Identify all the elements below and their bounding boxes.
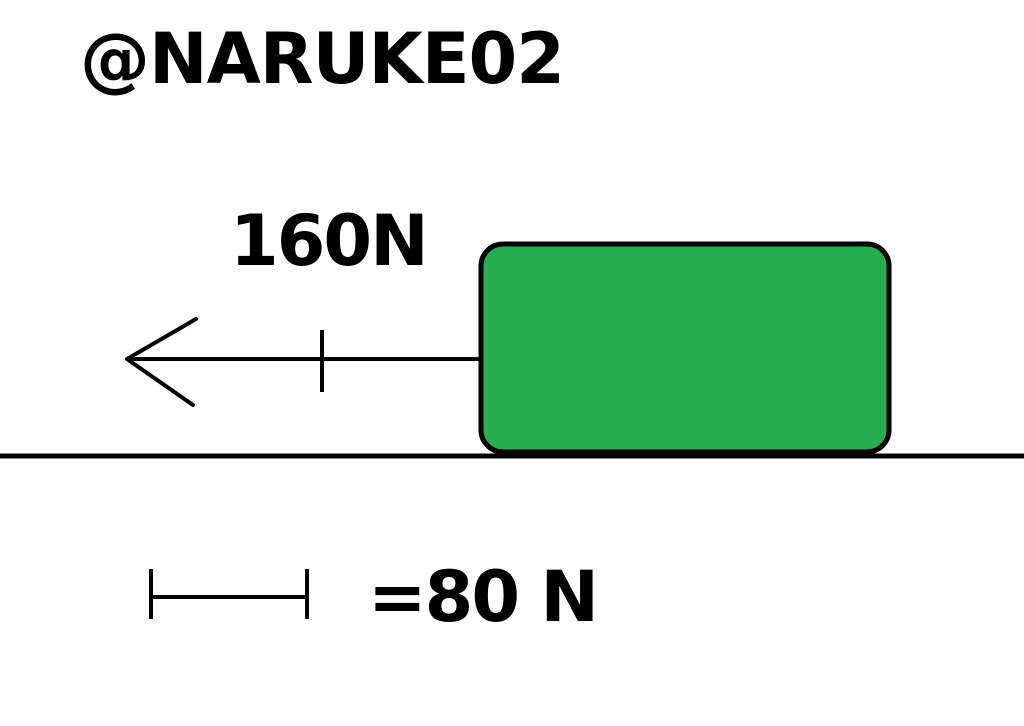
scale-value-label: =80 N bbox=[368, 556, 599, 638]
force-arrow-head bbox=[125, 317, 198, 407]
scale-bar bbox=[149, 569, 309, 619]
watermark-text: @NARUKE02 bbox=[80, 18, 565, 100]
force-magnitude-label: 160N bbox=[230, 200, 429, 282]
block bbox=[478, 241, 892, 455]
